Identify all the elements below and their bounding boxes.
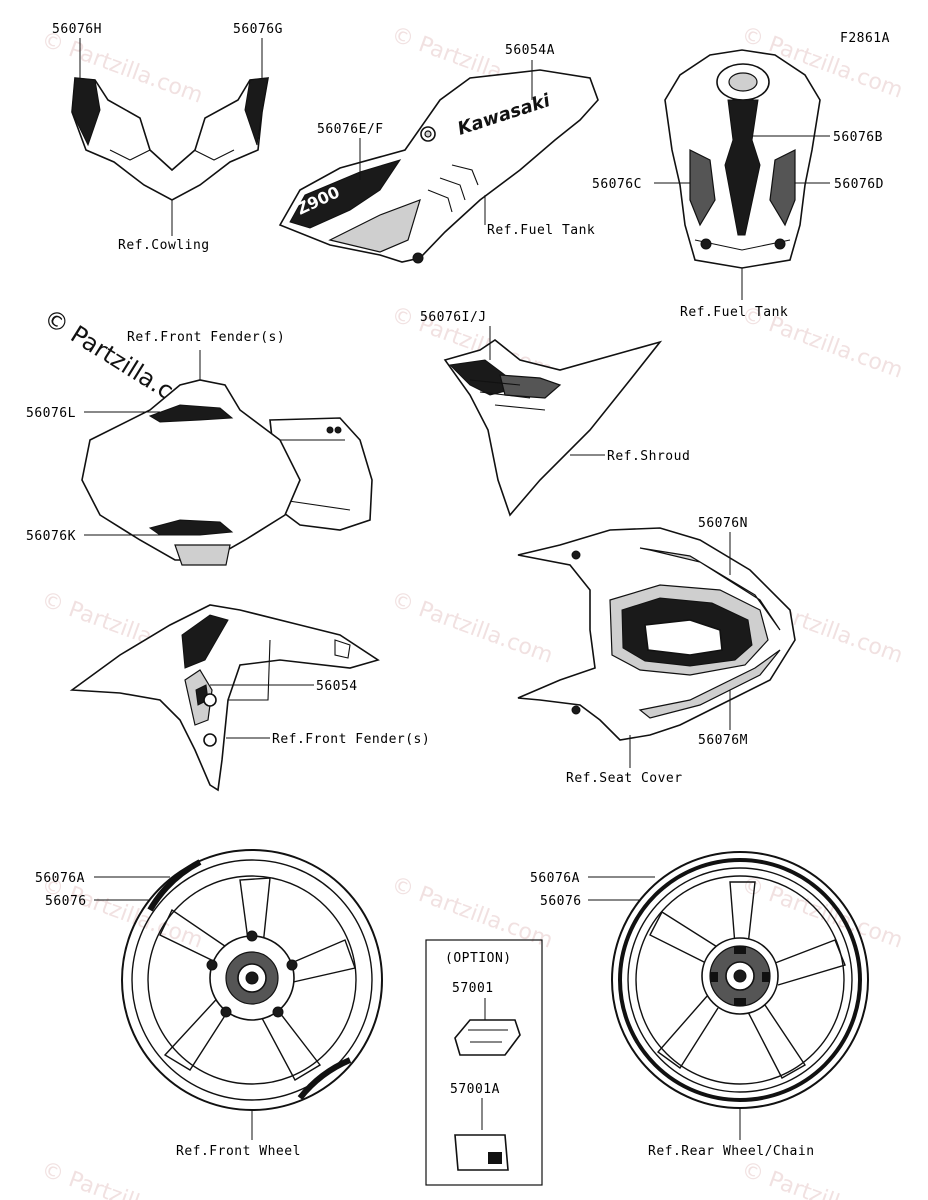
- watermark: © Partzilla.com: [738, 1157, 906, 1200]
- watermark: © Partzilla.com: [38, 1157, 206, 1200]
- rear-wheel-drawing: [611, 851, 869, 1109]
- cowling-drawing: [71, 77, 269, 201]
- watermark: © Partzilla.com: [738, 872, 906, 954]
- callout-56076L: 56076L: [26, 406, 76, 421]
- ref-front-wheel: Ref.Front Wheel: [176, 1144, 301, 1159]
- callout-56076B: 56076B: [833, 130, 883, 145]
- callout-57001A: 57001A: [450, 1082, 500, 1097]
- fuel-tank-cover-drawing: Z900 Kawasaki: [278, 69, 599, 264]
- callout-56076EF: 56076E/F: [317, 122, 384, 137]
- ref-shroud: Ref.Shroud: [607, 449, 690, 464]
- option-label: (OPTION): [445, 951, 512, 966]
- callout-56076N: 56076N: [698, 516, 748, 531]
- fuel-tank-drawing: [664, 49, 821, 269]
- callout-56076C: 56076C: [592, 177, 642, 192]
- ref-cowling: Ref.Cowling: [118, 238, 210, 253]
- option-box: (OPTION) 57001 57001A: [425, 939, 543, 1186]
- ref-front-fender-mid: Ref.Front Fender(s): [272, 732, 430, 747]
- ref-seat-cover: Ref.Seat Cover: [566, 771, 683, 786]
- callout-56076G: 56076G: [233, 22, 283, 37]
- callout-56076H: 56076H: [52, 22, 102, 37]
- front-wheel-drawing: [121, 849, 383, 1111]
- callout-56076M: 56076M: [698, 733, 748, 748]
- callout-56076IJ: 56076I/J: [420, 310, 487, 325]
- callout-56076K: 56076K: [26, 529, 76, 544]
- front-fender-side-view-drawing: [69, 604, 380, 792]
- front-fender-front-view-drawing: [81, 379, 373, 566]
- ref-rear-wheel: Ref.Rear Wheel/Chain: [648, 1144, 815, 1159]
- ref-fuel-tank-2: Ref.Fuel Tank: [680, 305, 788, 320]
- callout-56076-left: 56076: [45, 894, 87, 909]
- figure-code: F2861A: [840, 31, 890, 46]
- watermark: © Partzilla.com: [38, 27, 206, 109]
- callout-56076A-left: 56076A: [35, 871, 85, 886]
- callout-56076A-right: 56076A: [530, 871, 580, 886]
- callout-57001: 57001: [452, 981, 494, 996]
- ref-fuel-tank-1: Ref.Fuel Tank: [487, 223, 595, 238]
- watermark: © Partzilla.com: [388, 587, 556, 669]
- shroud-drawing: [443, 339, 663, 517]
- ref-front-fender-top: Ref.Front Fender(s): [127, 330, 285, 345]
- seat-cover-drawing: [517, 527, 796, 741]
- tool-57001-drawing: [454, 1019, 521, 1056]
- callout-56054A: 56054A: [505, 43, 555, 58]
- callout-56054: 56054: [316, 679, 358, 694]
- callout-56076-right: 56076: [540, 894, 582, 909]
- callout-56076D: 56076D: [834, 177, 884, 192]
